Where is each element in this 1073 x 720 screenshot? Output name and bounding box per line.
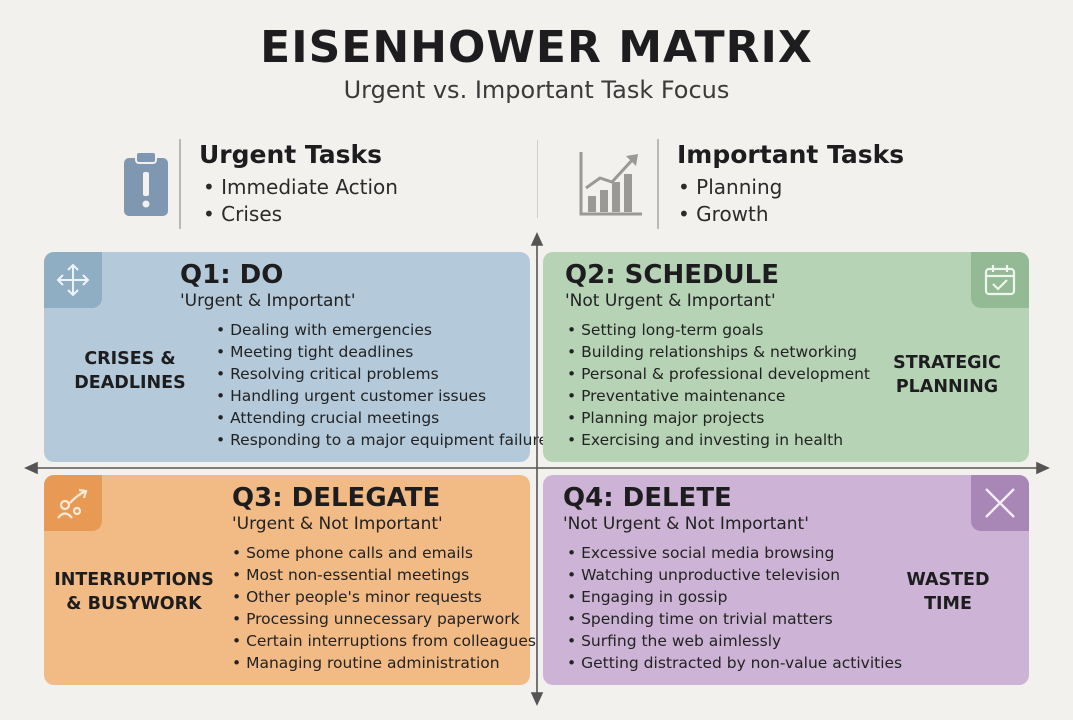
clipboard-alert-icon <box>123 150 169 222</box>
growth-chart-icon <box>578 150 644 222</box>
list-item: Handling urgent customer issues <box>216 385 548 407</box>
list-item: Resolving critical problems <box>216 363 548 385</box>
axis-arrow-up-icon <box>530 232 544 246</box>
list-item: Watching unproductive television <box>567 564 902 586</box>
urgent-tasks-title: Urgent Tasks <box>199 140 383 169</box>
list-item: Excessive social media browsing <box>567 542 902 564</box>
page-title: EISENHOWER MATRIX <box>260 22 813 73</box>
quadrant-q2-schedule: Q2: SCHEDULE 'Not Urgent & Important' Se… <box>543 252 1029 462</box>
important-tasks-list: Planning Growth <box>678 174 782 228</box>
list-item: Crises <box>203 201 398 228</box>
list-item: Surfing the web aimlessly <box>567 630 902 652</box>
q3-task-list: Some phone calls and emails Most non-ess… <box>232 542 536 674</box>
header-center-divider <box>537 140 538 218</box>
list-item: Dealing with emergencies <box>216 319 548 341</box>
urgent-header-divider <box>179 139 181 229</box>
q1-subtitle: 'Urgent & Important' <box>180 291 356 311</box>
list-item: Certain interruptions from colleagues <box>232 630 536 652</box>
q1-title: Q1: DO <box>180 260 284 290</box>
list-item: Building relationships & networking <box>567 341 870 363</box>
quadrant-q1-do: Q1: DO 'Urgent & Important' CRISES & DEA… <box>44 252 548 462</box>
delegate-person-arrow-icon <box>44 475 102 531</box>
important-header-divider <box>657 139 659 229</box>
q2-task-list: Setting long-term goals Building relatio… <box>567 319 870 451</box>
urgent-tasks-list: Immediate Action Crises <box>203 174 398 228</box>
important-tasks-title: Important Tasks <box>677 140 905 169</box>
q2-title: Q2: SCHEDULE <box>565 260 779 290</box>
move-arrows-icon <box>44 252 102 308</box>
list-item: Setting long-term goals <box>567 319 870 341</box>
q1-side-label: CRISES & DEADLINES <box>74 349 186 393</box>
q4-title: Q4: DELETE <box>563 483 732 513</box>
list-item: Exercising and investing in health <box>567 429 870 451</box>
list-item: Planning major projects <box>567 407 870 429</box>
list-item: Getting distracted by non-value activiti… <box>567 652 902 674</box>
list-item: Managing routine administration <box>232 652 536 674</box>
q2-subtitle: 'Not Urgent & Important' <box>565 291 776 311</box>
page-subtitle: Urgent vs. Important Task Focus <box>343 76 730 104</box>
axis-arrow-left-icon <box>24 461 38 475</box>
calendar-check-icon <box>971 252 1029 308</box>
q2-side-label: STRATEGIC PLANNING <box>893 353 1001 397</box>
list-item: Planning <box>678 174 782 201</box>
q4-subtitle: 'Not Urgent & Not Important' <box>563 514 809 534</box>
axis-arrow-right-icon <box>1036 461 1050 475</box>
list-item: Meeting tight deadlines <box>216 341 548 363</box>
quadrant-q4-delete: Q4: DELETE 'Not Urgent & Not Important' … <box>543 475 1029 685</box>
q3-title: Q3: DELEGATE <box>232 483 441 513</box>
q1-task-list: Dealing with emergencies Meeting tight d… <box>216 319 548 451</box>
q3-subtitle: 'Urgent & Not Important' <box>232 514 443 534</box>
axis-arrow-down-icon <box>530 692 544 706</box>
list-item: Personal & professional development <box>567 363 870 385</box>
quadrant-q3-delegate: Q3: DELEGATE 'Urgent & Not Important' IN… <box>44 475 536 685</box>
list-item: Immediate Action <box>203 174 398 201</box>
q3-side-label: INTERRUPTIONS & BUSYWORK <box>54 570 214 614</box>
x-close-icon <box>971 475 1029 531</box>
list-item: Other people's minor requests <box>232 586 536 608</box>
list-item: Preventative maintenance <box>567 385 870 407</box>
list-item: Most non-essential meetings <box>232 564 536 586</box>
list-item: Responding to a major equipment failure <box>216 429 548 451</box>
list-item: Processing unnecessary paperwork <box>232 608 536 630</box>
list-item: Attending crucial meetings <box>216 407 548 429</box>
q4-side-label: WASTED TIME <box>906 570 990 614</box>
list-item: Some phone calls and emails <box>232 542 536 564</box>
list-item: Engaging in gossip <box>567 586 902 608</box>
list-item: Spending time on trivial matters <box>567 608 902 630</box>
q4-task-list: Excessive social media browsing Watching… <box>567 542 902 674</box>
list-item: Growth <box>678 201 782 228</box>
